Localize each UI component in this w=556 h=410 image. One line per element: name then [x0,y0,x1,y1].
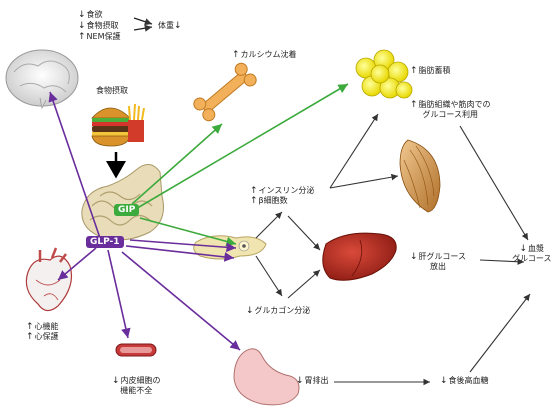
down-arrow: ↓ [78,10,86,20]
vessel-label: ↓内皮細胞の 機能不全 [112,376,161,396]
intestine-illustration [82,164,164,240]
postprandial-label: ↓食後高血糖 [440,376,489,386]
liver-illustration [323,233,396,280]
brain-illustration [6,50,78,108]
appetite-label: ↓食欲 [78,10,103,20]
blood-vessel-illustration [116,344,156,356]
stomach-label: ↓胃排出 [296,376,329,386]
bone-label: ↑カルシウム沈着 [232,50,297,60]
up-arrow: ↑ [26,332,34,342]
down-arrow: ↓ [246,306,254,316]
glucagon-label: ↓グルカゴン分泌 [246,306,310,316]
blood-glucose-label: ↓血漿 グルコース [512,244,551,264]
up-arrow: ↑ [410,100,418,110]
body-weight-label: 体重↓ [158,21,183,31]
fat-cells-illustration [356,50,412,98]
up-arrow: ↑ [250,196,258,206]
liver-label: ↓肝グルコース 放出 [410,252,466,272]
food-illustration [92,104,144,146]
down-arrow: ↓ [519,244,527,254]
down-arrow: ↓ [174,21,182,31]
food-title: 食物摂取 [96,86,128,96]
down-arrow: ↓ [78,21,86,31]
muscle-label: ↑脂肪組織や筋肉での グルコース利用 [410,100,491,120]
gip-arrows [132,84,348,244]
up-arrow: ↑ [250,186,258,196]
down-arrow: ↓ [296,376,304,386]
down-arrow: ↓ [440,376,448,386]
heart-label: ↑心機能 ↑心保護 [26,322,59,342]
gip-badge: GIP [114,204,139,216]
down-arrow: ↓ [112,376,120,386]
fat-label: ↑脂肪蓄積 [410,66,451,76]
up-arrow: ↑ [26,322,34,332]
muscle-illustration [400,140,440,212]
up-arrow: ↑ [410,66,418,76]
glp1-badge: GLP-1 [86,236,124,248]
bone-illustration [191,61,258,123]
weight-arrows [134,18,152,30]
up-arrow: ↑ [78,32,86,42]
stomach-illustration [234,349,299,405]
heart-illustration [26,248,71,311]
energy-label: ↑NEM保護 [78,32,121,42]
food-intake-label: ↓食物摂取 [78,21,119,31]
up-arrow: ↑ [232,50,240,60]
down-arrow: ↓ [410,252,418,262]
pancreas-label: ↑インスリン分泌 ↑β細胞数 [250,186,314,206]
